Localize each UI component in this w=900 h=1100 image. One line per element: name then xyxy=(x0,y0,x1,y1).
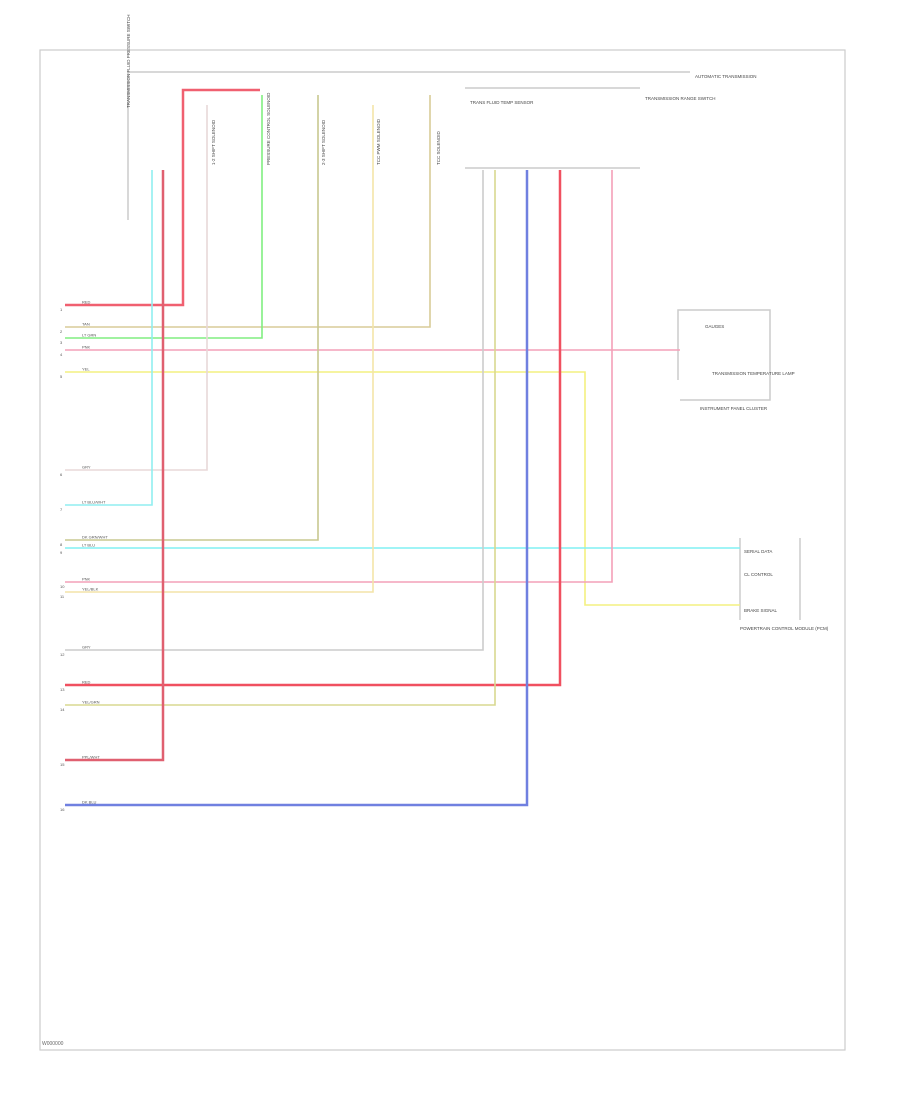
wire-15 xyxy=(65,170,165,762)
wire-16 xyxy=(65,170,529,807)
wire-label: YEL/BLK xyxy=(82,587,99,592)
solenoid-b-label: PRESSURE CONTROL SOLENOID xyxy=(266,92,271,165)
pin-number: 3 xyxy=(60,340,63,345)
wire-label: LT GRN xyxy=(82,333,96,338)
range-switch-label: TRANSMISSION RANGE SWITCH xyxy=(645,96,716,101)
pin-number: 12 xyxy=(60,652,65,657)
wire-label: GRY xyxy=(82,645,91,650)
pin-number: 13 xyxy=(60,687,65,692)
wire-label: YEL/GRN xyxy=(82,700,100,705)
pin-number: 4 xyxy=(60,352,63,357)
tcm-pin-serial: SERIAL DATA xyxy=(744,549,772,554)
solenoid-a-label: 1-2 SHIFT SOLENOID xyxy=(211,119,216,165)
tcm-label: POWERTRAIN CONTROL MODULE (PCM) xyxy=(740,626,829,631)
pin-number: 9 xyxy=(60,550,63,555)
wire-label: TAN xyxy=(82,322,90,327)
wire-5 xyxy=(65,371,740,606)
cluster-fuse-label: GAUGES xyxy=(705,324,724,329)
auto-trans-label: AUTOMATIC TRANSMISSION xyxy=(695,74,757,79)
wire-label: DK BLU xyxy=(82,800,97,805)
solenoid-e-label: TCC SOLENOID xyxy=(436,130,441,165)
component-frames xyxy=(127,71,801,620)
wire-13 xyxy=(65,170,562,687)
pin-number: 5 xyxy=(60,374,63,379)
wire-label: RED xyxy=(82,300,91,305)
tcm-pin-brake: BRAKE SIGNAL xyxy=(744,608,778,613)
cluster-lamp-label: TRANSMISSION TEMPERATURE LAMP xyxy=(712,371,795,376)
wire-6 xyxy=(65,105,208,471)
wire-label: GRY xyxy=(82,465,91,470)
figure-id: W000000 xyxy=(42,1041,64,1047)
wire-3 xyxy=(65,95,263,339)
wire-14 xyxy=(65,170,496,706)
pin-number: 14 xyxy=(60,707,65,712)
wire-2 xyxy=(65,95,431,328)
wire-7 xyxy=(65,170,153,506)
wire-label: PPL/WHT xyxy=(82,755,100,760)
wire-10 xyxy=(65,170,613,583)
wire-11 xyxy=(65,105,374,593)
wire-label: LT BLU xyxy=(82,543,95,548)
temp-sensor-label: TRANS FLUID TEMP SENSOR xyxy=(470,100,534,105)
wire-label: LT BLU/WHT xyxy=(82,500,106,505)
solenoid-d-label: TCC PWM SOLENOID xyxy=(376,118,381,165)
wire-label: RED xyxy=(82,680,91,685)
pin-number: 15 xyxy=(60,762,65,767)
wire-12 xyxy=(65,170,484,651)
pin-number: 1 xyxy=(60,307,63,312)
wire-1 xyxy=(65,88,260,307)
pin-number: 11 xyxy=(60,594,65,599)
solenoid-c-label: 2-3 SHIFT SOLENOID xyxy=(321,119,326,165)
wire-8 xyxy=(65,95,319,541)
pin-number: 10 xyxy=(60,584,65,589)
pressure-switch-label: TRANSMISSION FLUID PRESSURE SWITCH xyxy=(126,14,131,108)
wire-label: PNK xyxy=(82,345,91,350)
pin-number: 2 xyxy=(60,329,63,334)
pin-number: 8 xyxy=(60,542,63,547)
wire-label: DK GRN/WHT xyxy=(82,535,108,540)
pin-number: 7 xyxy=(60,507,63,512)
wire-label: PNK xyxy=(82,577,91,582)
pin-number: 16 xyxy=(60,807,65,812)
diagram-border xyxy=(39,49,846,1051)
wire-label: YEL xyxy=(82,367,90,372)
pin-number: 6 xyxy=(60,472,63,477)
cluster-label: INSTRUMENT PANEL CLUSTER xyxy=(700,406,768,411)
tcm-pin-cl: CL CONTROL xyxy=(744,572,773,577)
